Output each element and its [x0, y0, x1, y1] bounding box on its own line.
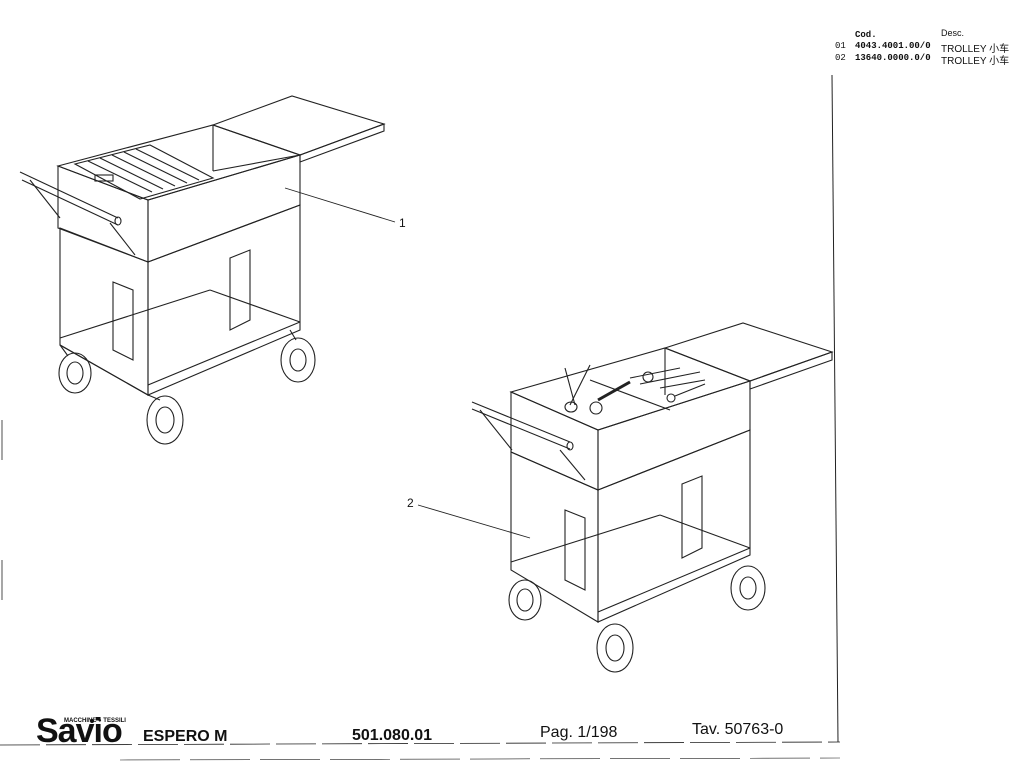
- frame-bottom-line-2: [119, 757, 841, 761]
- table-row: 01 4043.4001.00/0 TROLLEY 小车: [830, 40, 1024, 55]
- tools-icon: [564, 364, 706, 415]
- row-number: 02: [835, 53, 846, 63]
- table-row: 02 13640.0000.0/0 TROLLEY 小车: [830, 52, 1024, 67]
- trolley-2-illustration: [417, 322, 834, 673]
- parts-table-header: Cod. Desc.: [830, 28, 1024, 40]
- callout-1: 1: [399, 216, 406, 230]
- model-name: ESPERO M: [143, 728, 228, 745]
- savio-logo: Savio: [36, 712, 123, 750]
- table-reference: Tav. 50763-0: [692, 721, 784, 738]
- row-desc: TROLLEY 小车: [941, 44, 1010, 55]
- logo-text: Savio: [36, 712, 123, 750]
- row-code: 13640.0000.0/0: [855, 53, 931, 63]
- logo-dot-icon: [90, 719, 94, 723]
- header-desc: Desc.: [941, 28, 965, 38]
- title-block: Savio MACCHINE ● TESSILI ESPERO M 501.08…: [0, 700, 1024, 768]
- trolley-1-illustration: [19, 95, 396, 445]
- frame-right-line: [831, 74, 839, 743]
- row-desc: TROLLEY 小车: [941, 56, 1010, 67]
- page-number: Pag. 1/198: [540, 724, 618, 741]
- callout-2: 2: [407, 496, 414, 510]
- frame-bottom-line: [0, 741, 841, 746]
- parts-table: Cod. Desc. 01 4043.4001.00/0 TROLLEY 小车 …: [830, 28, 1024, 67]
- row-code: 4043.4001.00/0: [855, 41, 931, 51]
- row-number: 01: [835, 41, 846, 51]
- drawing-code: 501.080.01: [352, 727, 433, 744]
- header-code: Cod.: [855, 30, 877, 40]
- logo-tagline: MACCHINE ● TESSILI: [64, 718, 126, 724]
